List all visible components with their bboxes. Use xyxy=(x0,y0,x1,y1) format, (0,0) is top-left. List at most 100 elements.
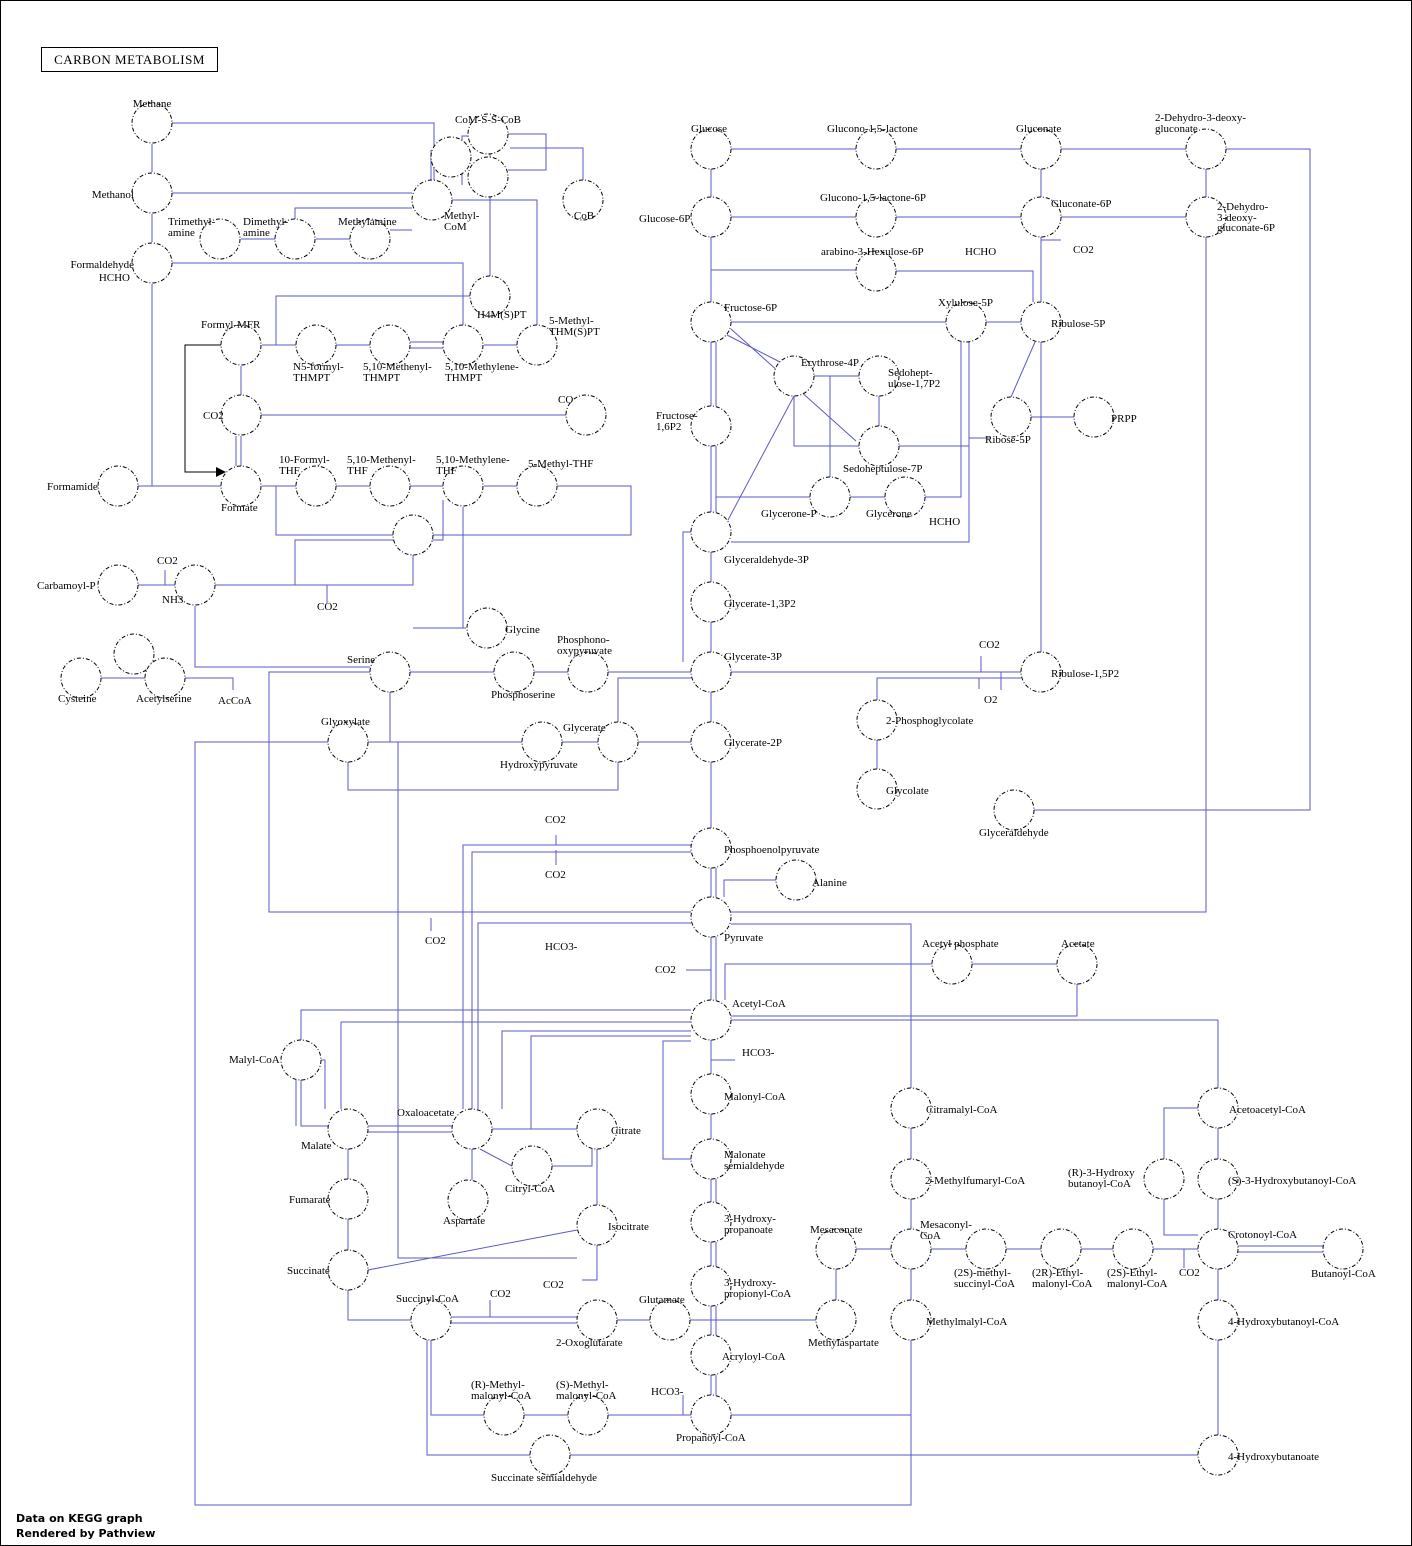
compound-node-ribulose5p[interactable] xyxy=(1020,301,1062,343)
compound-node-rmethylmalonylcoa[interactable] xyxy=(483,1394,525,1436)
compound-node-methane[interactable] xyxy=(131,102,173,144)
compound-node-cob[interactable] xyxy=(562,179,604,221)
compound-node-acetylcoa[interactable] xyxy=(690,999,732,1041)
compound-node-glucose6p[interactable] xyxy=(690,196,732,238)
compound-node-methylthf[interactable] xyxy=(516,465,558,507)
compound-node-sedoheptulose17p2[interactable] xyxy=(858,355,900,397)
compound-node-methylcom[interactable] xyxy=(411,179,453,221)
compound-node-smethylmalonylcoa[interactable] xyxy=(567,1394,609,1436)
compound-node-methylamine[interactable] xyxy=(349,218,391,260)
compound-node-acetylserine[interactable] xyxy=(144,657,186,699)
compound-node-ethylmalonylcoa2s[interactable] xyxy=(1112,1228,1154,1270)
compound-node-dimethylamine[interactable] xyxy=(274,218,316,260)
compound-node-formylmfr[interactable] xyxy=(220,324,262,366)
compound-node-fumarate[interactable] xyxy=(327,1178,369,1220)
compound-node-crotonylcoa[interactable] xyxy=(1197,1228,1239,1270)
compound-node-phosphoglycolate[interactable] xyxy=(856,699,898,741)
compound-node-glycolate[interactable] xyxy=(856,768,898,810)
compound-node-glyoxylate[interactable] xyxy=(327,721,369,763)
compound-node-pep[interactable] xyxy=(690,827,732,869)
compound-node-g3p[interactable] xyxy=(690,651,732,693)
compound-node-methylaspartate[interactable] xyxy=(815,1299,857,1341)
compound-node-oxoglutarate[interactable] xyxy=(576,1299,618,1341)
compound-node-nh3[interactable] xyxy=(174,564,216,606)
compound-node-n5formyl[interactable] xyxy=(295,324,337,366)
compound-node-malonatesemialdehyde[interactable] xyxy=(690,1138,732,1180)
compound-node-gluconolactone6p[interactable] xyxy=(855,196,897,238)
compound-node-formamide[interactable] xyxy=(97,465,139,507)
compound-node-g13p2[interactable] xyxy=(690,581,732,623)
compound-node-hydroxypyruvate[interactable] xyxy=(521,721,563,763)
compound-node-co2_a[interactable] xyxy=(220,394,262,436)
compound-node-glucose[interactable] xyxy=(690,128,732,170)
compound-node-methylfumarylcoa[interactable] xyxy=(890,1158,932,1200)
compound-node-glutamate[interactable] xyxy=(649,1299,691,1341)
compound-node-isocitrate[interactable] xyxy=(576,1204,618,1246)
compound-node-hydroxypropanoate[interactable] xyxy=(690,1201,732,1243)
compound-node-carbamoylp[interactable] xyxy=(97,564,139,606)
compound-node-citramalylcoa[interactable] xyxy=(890,1087,932,1129)
compound-node-ribose5p[interactable] xyxy=(990,396,1032,438)
compound-node-prpp[interactable] xyxy=(1073,396,1115,438)
compound-node-acetoacetylcoa[interactable] xyxy=(1197,1087,1239,1129)
compound-node-malate[interactable] xyxy=(327,1108,369,1150)
compound-node-phosphohydroxypyruvate[interactable] xyxy=(567,651,609,693)
compound-node-fructose16p2[interactable] xyxy=(690,405,732,447)
compound-node-glycerate[interactable] xyxy=(597,721,639,763)
compound-node-cysteine[interactable] xyxy=(60,657,102,699)
compound-node-glycine[interactable] xyxy=(466,607,508,649)
compound-node-mesaconylcoa[interactable] xyxy=(890,1228,932,1270)
compound-node-butanoylcoa[interactable] xyxy=(1322,1228,1364,1270)
compound-node-succinate[interactable] xyxy=(327,1249,369,1291)
compound-node-kdpg[interactable] xyxy=(1185,196,1227,238)
compound-node-comsscob[interactable] xyxy=(467,113,509,155)
compound-node-hydroxybutanoylcoa4[interactable] xyxy=(1197,1299,1239,1341)
compound-node-ethylmalonylcoa[interactable] xyxy=(1040,1228,1082,1270)
compound-node-malonylcoa[interactable] xyxy=(690,1073,732,1115)
compound-node-citrylcoa[interactable] xyxy=(511,1145,553,1187)
compound-node-acetate[interactable] xyxy=(1056,943,1098,985)
compound-node-ribulose15p2[interactable] xyxy=(1020,651,1062,693)
compound-node-methylsuccinylcoa[interactable] xyxy=(965,1228,1007,1270)
compound-node-formaldehyde[interactable] xyxy=(131,242,173,284)
compound-node-co_b[interactable] xyxy=(565,394,607,436)
compound-node-hydroxybutanoate4[interactable] xyxy=(1197,1434,1239,1476)
compound-node-h2s[interactable] xyxy=(113,633,155,675)
compound-node-propanoylcoa[interactable] xyxy=(690,1394,732,1436)
compound-node-methylenethf[interactable] xyxy=(442,465,484,507)
compound-node-methylene_thmpt[interactable] xyxy=(442,324,484,366)
compound-node-methenyl_thmpt[interactable] xyxy=(369,324,411,366)
compound-node-ga3p[interactable] xyxy=(690,511,732,553)
compound-node-acryloylcoa[interactable] xyxy=(690,1334,732,1376)
compound-node-malylcoa[interactable] xyxy=(280,1039,322,1081)
compound-node-gluconolactone[interactable] xyxy=(855,128,897,170)
compound-node-hydroxybutyrylcoa3r[interactable] xyxy=(1143,1158,1185,1200)
compound-node-trimethylamine[interactable] xyxy=(199,218,241,260)
compound-node-erythrose4p[interactable] xyxy=(773,355,815,397)
compound-node-citrate[interactable] xyxy=(576,1108,618,1150)
compound-node-sedoheptulose7p[interactable] xyxy=(858,425,900,467)
compound-node-kdg[interactable] xyxy=(1185,128,1227,170)
compound-node-methanol[interactable] xyxy=(131,172,173,214)
compound-node-fructose6p[interactable] xyxy=(690,301,732,343)
compound-node-hydroxybutanoylcoa3s[interactable] xyxy=(1197,1158,1239,1200)
compound-node-hexulose6p[interactable] xyxy=(855,250,897,292)
compound-node-formylthf[interactable] xyxy=(295,465,337,507)
compound-node-methyl_thmpt[interactable] xyxy=(516,324,558,366)
compound-node-formate[interactable] xyxy=(220,465,262,507)
compound-node-gluconate6p[interactable] xyxy=(1020,196,1062,238)
compound-node-hydroxypropionylcoa[interactable] xyxy=(690,1265,732,1307)
compound-node-gluconate[interactable] xyxy=(1020,128,1062,170)
compound-node-xylulose5p[interactable] xyxy=(945,301,987,343)
compound-node-succinatesemialdehyde[interactable] xyxy=(529,1434,571,1476)
compound-node-pyruvate[interactable] xyxy=(690,896,732,938)
compound-node-glyceronep[interactable] xyxy=(809,476,851,518)
compound-node-serine[interactable] xyxy=(369,651,411,693)
compound-node-g2p[interactable] xyxy=(690,721,732,763)
compound-node-acetylp[interactable] xyxy=(931,943,973,985)
compound-node-oxaloacetate[interactable] xyxy=(451,1108,493,1150)
compound-node-phosphoserine[interactable] xyxy=(493,651,535,693)
compound-node-methenylthf[interactable] xyxy=(369,465,411,507)
compound-node-succinylcoa[interactable] xyxy=(410,1299,452,1341)
compound-node-glyceraldehyde[interactable] xyxy=(993,789,1035,831)
